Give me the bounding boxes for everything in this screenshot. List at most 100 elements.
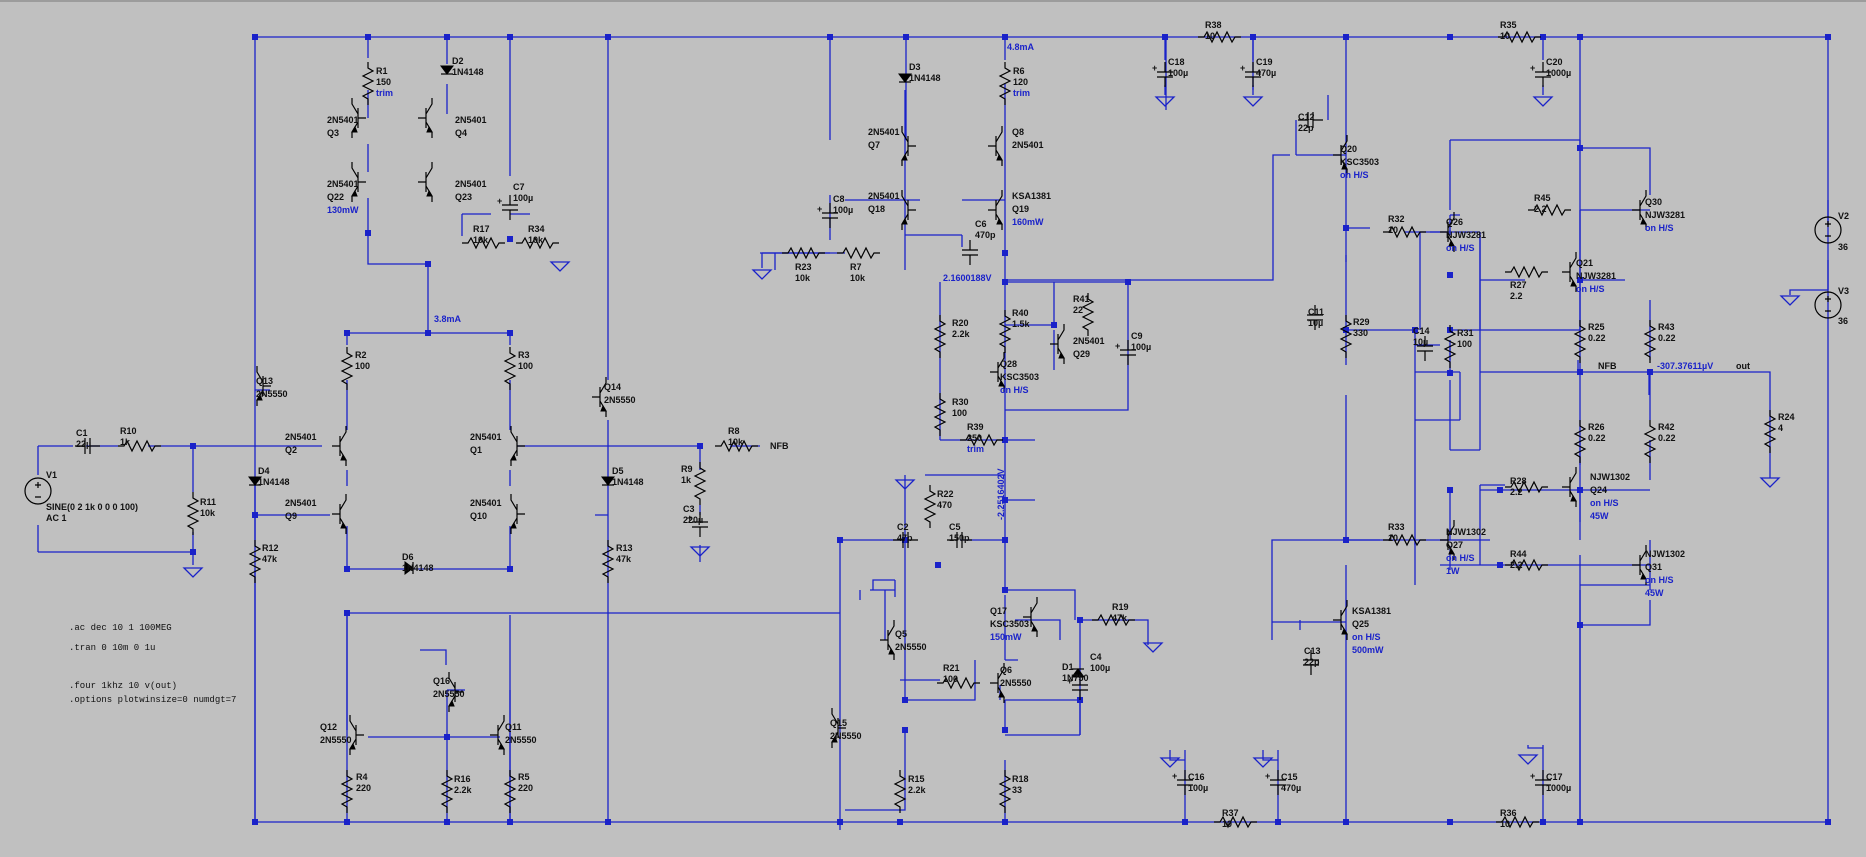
source-v1[interactable] — [24, 477, 52, 505]
source-v2[interactable] — [1814, 216, 1842, 244]
source-v3[interactable] — [1814, 291, 1842, 319]
